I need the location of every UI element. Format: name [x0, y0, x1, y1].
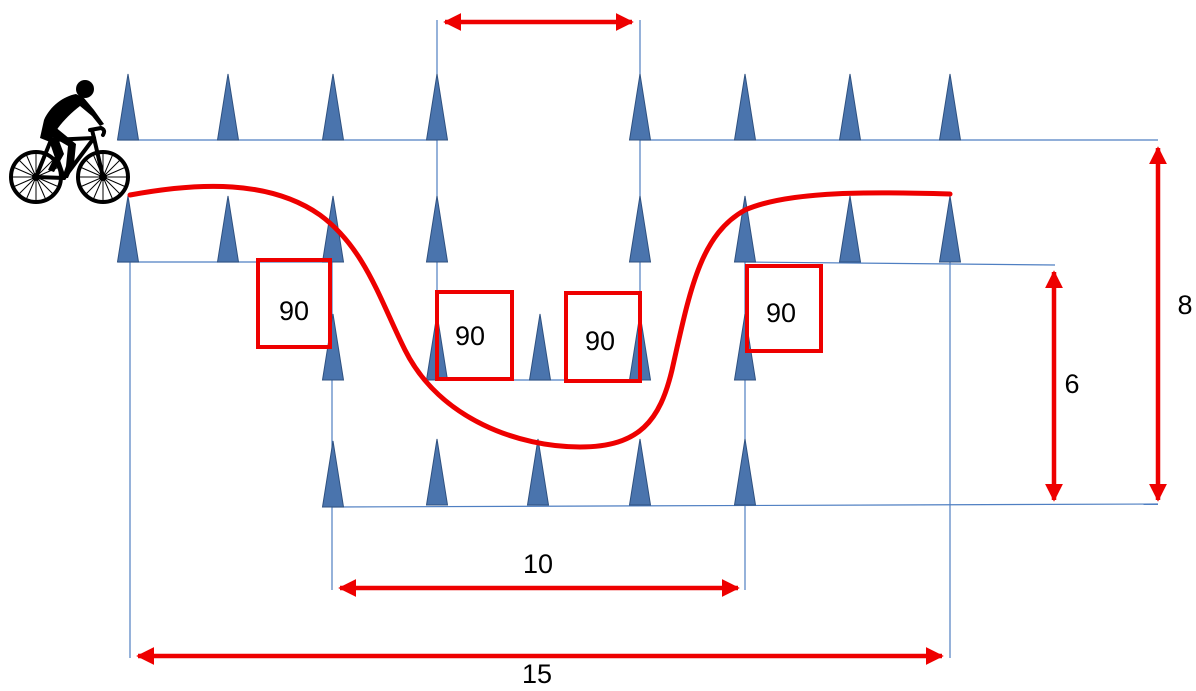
cone-icon [425, 195, 449, 263]
cone-icon [528, 313, 552, 381]
angle-label-4: 90 [766, 298, 796, 328]
cone-icon [628, 195, 652, 263]
angle-box-4 [745, 264, 823, 353]
cone-icon [733, 438, 757, 506]
cone-icon [938, 195, 962, 263]
angle-box-2 [435, 290, 514, 381]
inner-depth-label: 6 [1064, 369, 1079, 399]
cone-icon [216, 195, 240, 263]
cone-icon [733, 195, 757, 263]
cyclist-icon [9, 80, 130, 204]
cone-icon [838, 195, 862, 263]
total-width-label: 15 [522, 659, 552, 689]
cones [116, 73, 962, 508]
angle-box-3 [564, 291, 642, 383]
cone-icon [425, 73, 449, 141]
cone-icon [628, 438, 652, 506]
guide-row2-right [744, 261, 1056, 266]
angle-box-1 [256, 258, 332, 349]
cone-icon [526, 438, 550, 506]
cone-icon [733, 73, 757, 141]
dimension-arrows [136, 13, 1167, 665]
inner-width-label: 10 [523, 549, 553, 579]
cone-icon [116, 195, 140, 263]
cone-icon [321, 73, 345, 141]
angle-boxes: 90 90 90 90 [256, 258, 823, 383]
cone-icon [425, 438, 449, 506]
cone-icon [216, 73, 240, 141]
cone-icon [628, 73, 652, 141]
riding-path [127, 183, 953, 450]
total-depth-label: 8 [1177, 290, 1192, 320]
cone-icon [116, 73, 140, 141]
angle-label-1: 90 [279, 296, 309, 326]
cone-icon [838, 73, 862, 141]
cone-icon [321, 440, 345, 508]
angle-label-3: 90 [585, 326, 615, 356]
angle-label-2: 90 [455, 321, 485, 351]
cone-icon [938, 73, 962, 141]
